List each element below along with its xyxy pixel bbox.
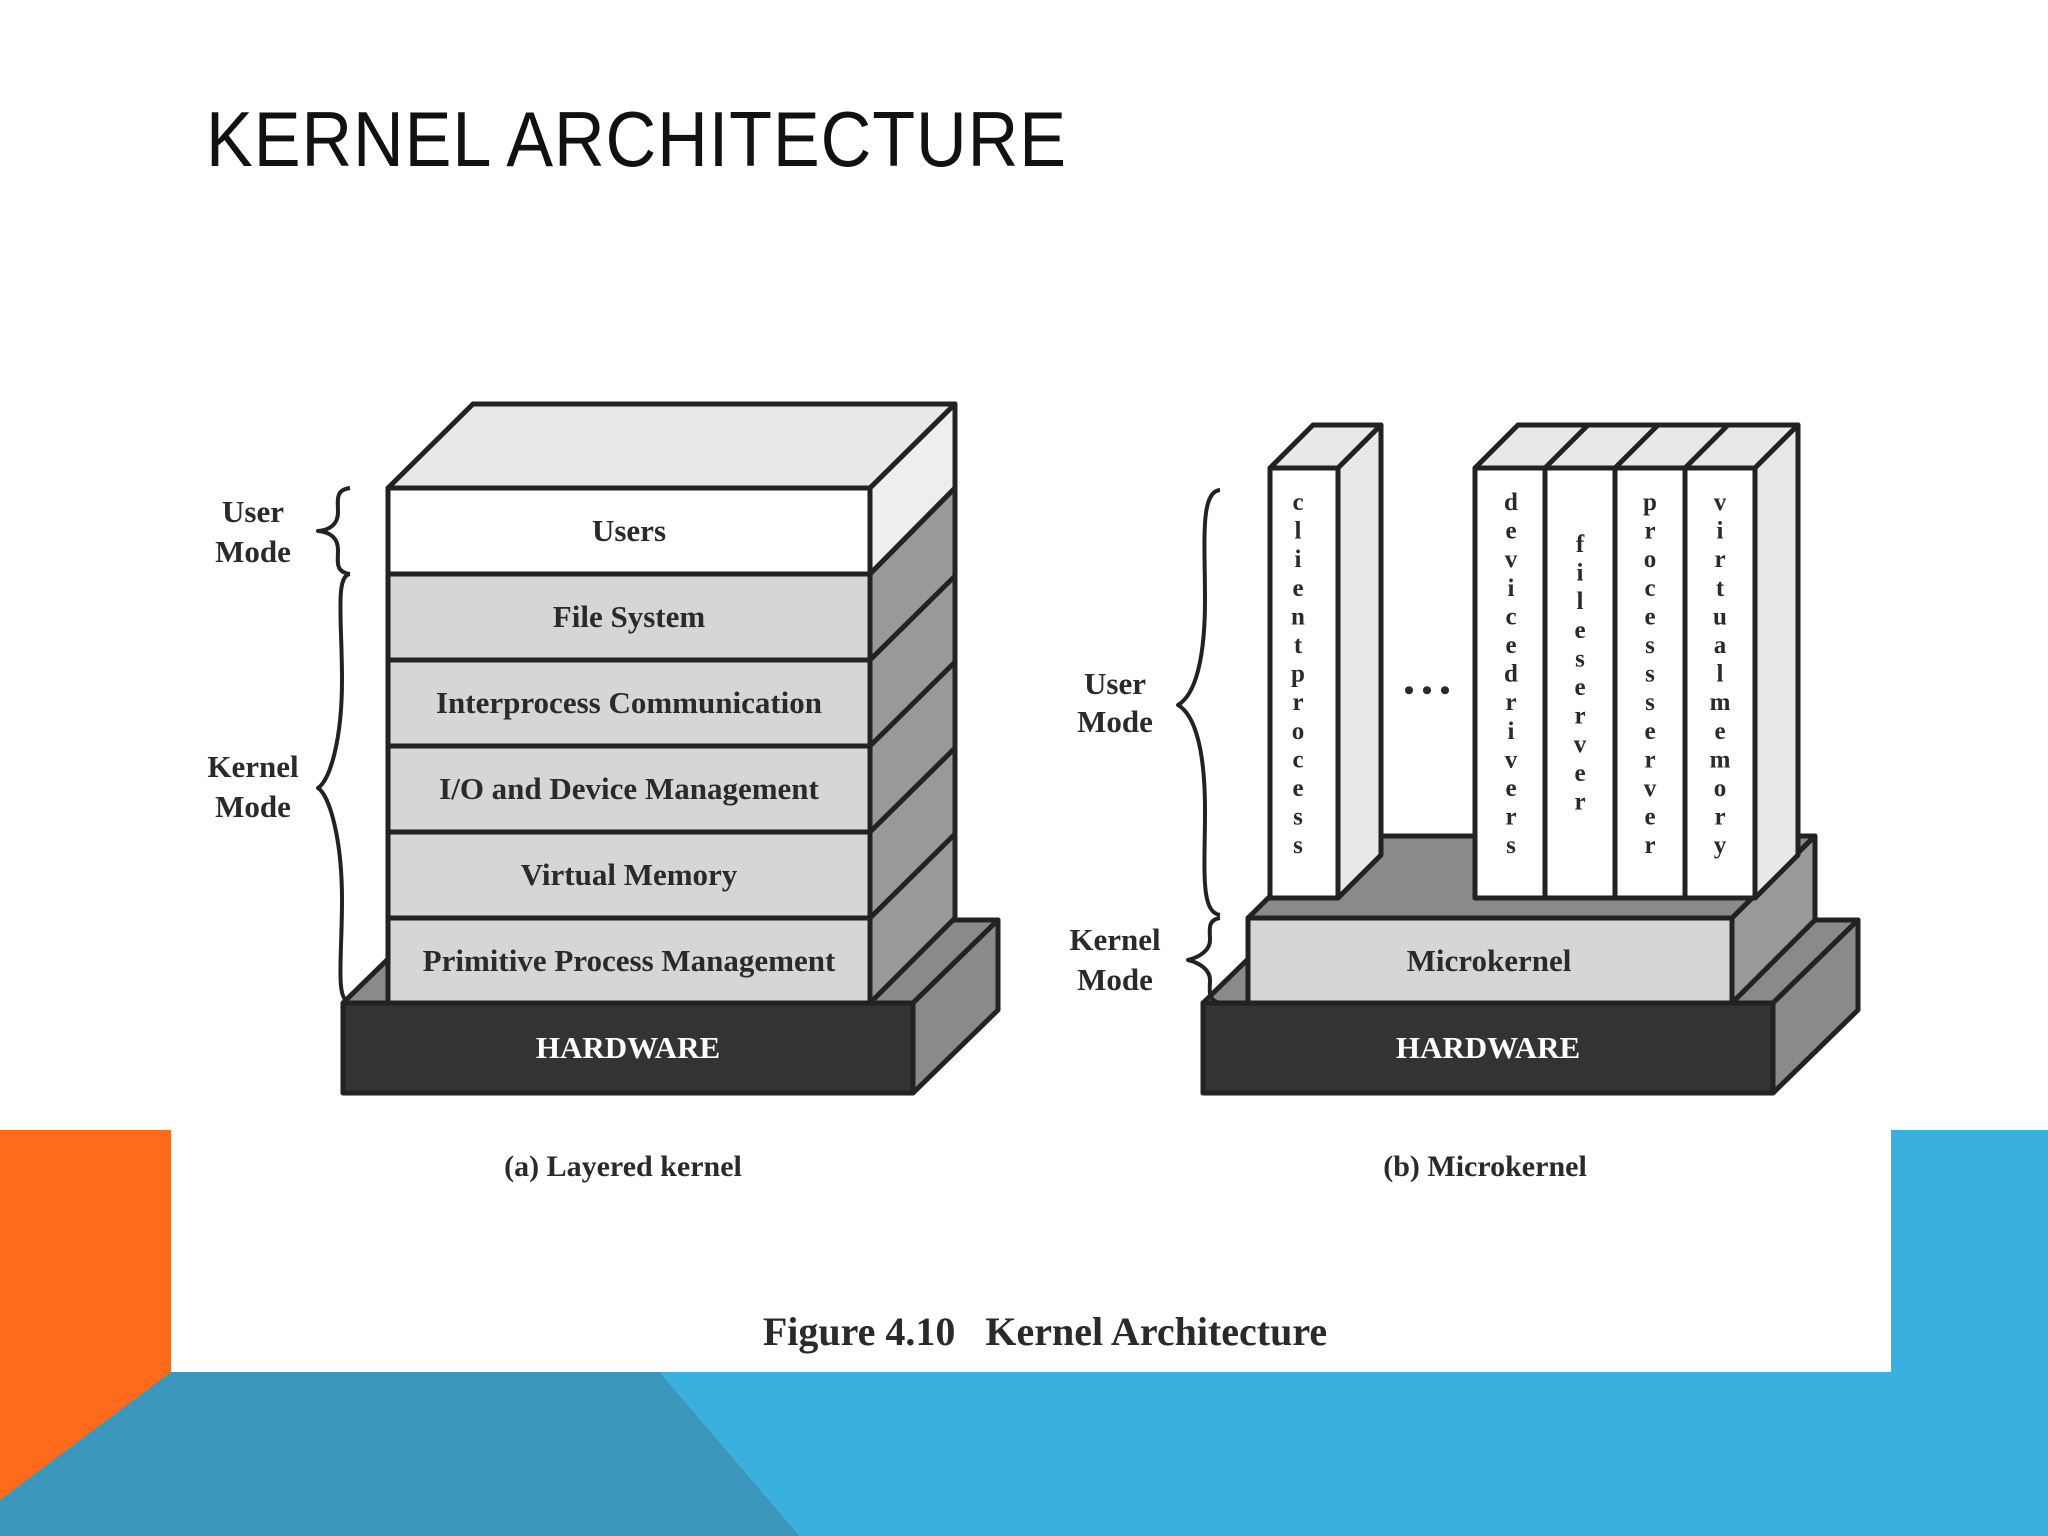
layer-label-primitive: Primitive Process Management	[423, 943, 836, 978]
micro-caption: (b) Microkernel	[1383, 1150, 1587, 1183]
micro-kernel-mode-label-2: Mode	[1077, 962, 1153, 997]
layer-label-users: Users	[592, 513, 666, 548]
layered-user-mode-label-2: Mode	[215, 534, 291, 569]
slide-title: KERNEL ARCHITECTURE	[206, 95, 1067, 183]
layer-box-virtual-memory	[385, 829, 873, 921]
layer-box-io	[385, 743, 873, 835]
micro-hardware-label: HARDWARE	[1396, 1030, 1580, 1065]
layered-kernel-mode-brace	[316, 572, 351, 1005]
figure-caption: Figure 4.10 Kernel Architecture	[763, 1309, 1327, 1354]
client-column-front	[1267, 465, 1341, 901]
microkernel-front	[1245, 915, 1735, 1006]
layered-hardware-label: HARDWARE	[536, 1030, 720, 1065]
layer-label-file-system: File System	[553, 599, 706, 634]
layered-user-mode-brace	[316, 486, 351, 576]
layer-box-ipc	[385, 657, 873, 749]
layer-label-ipc: Interprocess Communication	[436, 685, 822, 720]
layered-kernel-mode-label-1: Kernel	[207, 749, 299, 784]
server-group-side	[1752, 422, 1801, 901]
figure-caption-panel	[171, 1130, 1891, 1372]
micro-kernel-mode-brace	[1186, 916, 1221, 1005]
client-column-side	[1335, 422, 1384, 901]
micro-ellipsis: • • •	[1404, 674, 1451, 707]
layer-label-virtual-memory: Virtual Memory	[521, 857, 738, 892]
layered-hardware-front	[340, 1000, 916, 1096]
layered-caption: (a) Layered kernel	[504, 1150, 742, 1183]
layered-stack-top	[385, 401, 958, 491]
layered-user-mode-label-1: User	[222, 494, 284, 529]
micro-user-mode-label-2: Mode	[1077, 704, 1153, 739]
microkernel-label: Microkernel	[1407, 943, 1572, 978]
micro-user-mode-label-1: User	[1084, 666, 1146, 701]
layered-stack-side-kernel	[867, 485, 958, 1006]
dark-blue-footer-band	[0, 1372, 800, 1536]
blue-footer-band	[660, 1372, 2048, 1536]
micro-user-mode-brace	[1176, 488, 1221, 917]
layer-label-io: I/O and Device Management	[439, 771, 819, 806]
micro-kernel-mode-label-1: Kernel	[1069, 922, 1161, 957]
layer-box-primitive	[385, 915, 873, 1006]
layered-kernel-mode-label-2: Mode	[215, 789, 291, 824]
